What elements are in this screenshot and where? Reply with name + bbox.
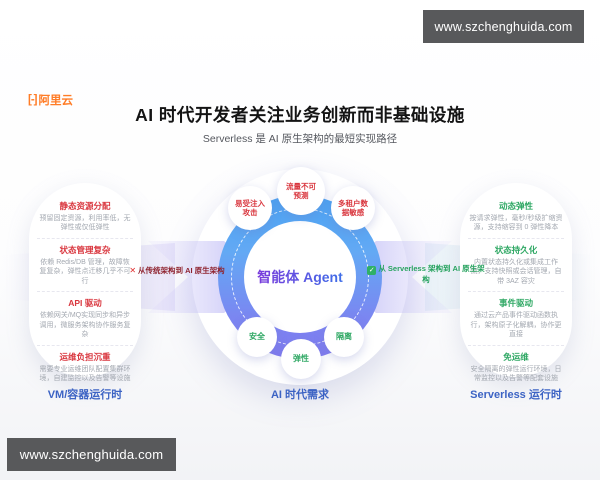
need-label: 弹性 (293, 354, 309, 363)
list-item: 运维负担沉重 需要专业运维团队配置集群环境，自建监控以及告警等设施 (37, 344, 133, 386)
arrow-label-text: 从 Serverless 架构到 AI 原生架构 (378, 264, 485, 284)
item-desc: 通过云产品事件驱动函数执行，架构原子化解耦，协作更直接 (470, 312, 562, 339)
item-title: 状态管理复杂 (59, 244, 111, 255)
list-item: 事件驱动 通过云产品事件驱动函数执行，架构原子化解耦，协作更直接 (468, 291, 564, 341)
alibaba-cloud-logo: [-] 阿里云 (28, 92, 73, 108)
alibaba-cloud-logo-icon: [-] (28, 94, 37, 106)
arrow-label-traditional: ✕从传统架构到 AI 原生架构 (118, 266, 236, 276)
need-bubble: 弹性 (281, 339, 321, 379)
list-item: 静态资源分配 预留固定资源，利用率低，无弹性或仅低弹性 (37, 198, 133, 235)
challenge-bubble: 多租户数据敏感 (331, 186, 375, 230)
item-title: 静态资源分配 (59, 201, 111, 211)
challenge-bubble: 易受注入攻击 (228, 186, 272, 230)
agent-core: 智能体 Agent (244, 221, 356, 333)
alibaba-cloud-logo-text: 阿里云 (38, 95, 74, 107)
vm-container-panel: 静态资源分配 预留固定资源，利用率低，无弹性或仅低弹性 状态管理复杂 依赖 Re… (29, 183, 141, 382)
page-subtitle: Serverless 是 AI 原生架构的最短实现路径 (202, 133, 398, 145)
item-title: 免运维 (503, 351, 529, 362)
arrow-label-text: 从传统架构到 AI 原生架构 (138, 266, 225, 275)
agent-label: 智能体 Agent (257, 269, 343, 285)
caption-vm-runtime: VM/容器运行时 (47, 389, 123, 401)
challenge-label: 多租户数据敏感 (338, 198, 368, 217)
item-title: 运维负担沉重 (59, 351, 111, 362)
need-bubble: 隔离 (324, 317, 364, 357)
need-label: 安全 (249, 332, 265, 341)
challenge-label: 流量不可预测 (286, 181, 316, 200)
item-title: 状态持久化 (494, 244, 538, 255)
item-title: 动态弹性 (498, 201, 533, 211)
need-bubble: 安全 (237, 317, 277, 357)
cross-icon: ✕ (129, 266, 137, 275)
watermark-text-top: www.szchenghuida.com (434, 19, 573, 34)
item-desc: 安全隔离的弹性运行环境，日常监控以及告警等配套设施 (470, 365, 562, 382)
arrow-label-serverless: ✓从 Serverless 架构到 AI 原生架构 (366, 264, 486, 285)
list-item: API 驱动 依赖网关/MQ实现同步和异步调用，微服务架构协作服务复杂 (37, 291, 133, 341)
list-item: 状态管理复杂 依赖 Redis/DB 管理，故障恢复复杂，弹性点迁移几乎不可行 (37, 237, 133, 288)
item-desc: 需要专业运维团队配置集群环境，自建监控以及告警等设施 (39, 365, 131, 382)
watermark-bar-bottom: www.szchenghuida.com (7, 438, 176, 471)
challenge-label: 易受注入攻击 (235, 198, 265, 217)
page-title: AI 时代开发者关注业务创新而非基础设施 (135, 105, 465, 125)
item-desc: 按请求弹性，毫秒/秒级扩缩资源，支持缩容到 0 弹性降本 (469, 215, 563, 232)
item-desc: 依赖网关/MQ实现同步和异步调用，微服务架构协作服务复杂 (39, 312, 131, 339)
need-label: 隔离 (336, 332, 352, 341)
list-item: 免运维 安全隔离的弹性运行环境，日常监控以及告警等配套设施 (468, 344, 564, 386)
list-item: 动态弹性 按请求弹性，毫秒/秒级扩缩资源，支持缩容到 0 弹性降本 (468, 198, 564, 235)
watermark-bar-top: www.szchenghuida.com (423, 10, 584, 43)
caption-ai-era-needs: AI 时代需求 (270, 389, 330, 401)
item-desc: 预留固定资源，利用率低，无弹性或仅低弹性 (39, 215, 131, 232)
watermark-text-bottom: www.szchenghuida.com (19, 447, 164, 462)
item-title: 事件驱动 (498, 298, 533, 309)
caption-serverless-runtime: Serverless 运行时 (470, 389, 562, 401)
challenge-bubble: 流量不可预测 (277, 167, 325, 215)
check-icon: ✓ (367, 266, 377, 275)
item-title: API 驱动 (68, 298, 102, 309)
